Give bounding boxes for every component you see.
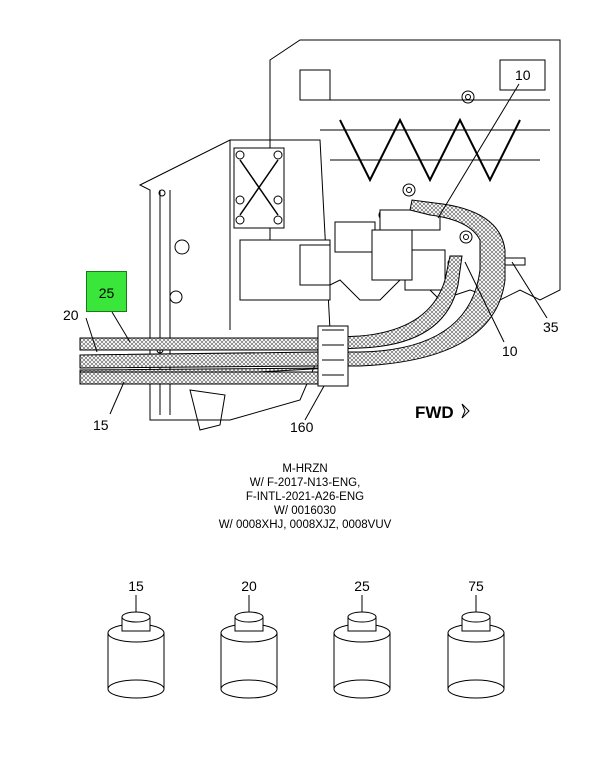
hose-bundle: [79, 199, 506, 387]
kit-label-75: 75: [468, 578, 484, 594]
callout-25-highlight[interactable]: 25: [86, 271, 127, 312]
leader-lines: [85, 83, 548, 421]
fwd-arrow-icon: [461, 403, 470, 419]
note-line: W/ F-2017-N13-ENG,: [249, 477, 361, 489]
kit-leaders: [135, 595, 477, 612]
note-line: W/ 0008XHJ, 0008XJZ, 0008VUV: [218, 519, 392, 531]
callout-160: 160: [290, 419, 314, 435]
callout-35: 35: [543, 319, 559, 335]
kit-label-25: 25: [354, 578, 370, 594]
applicability-note: M-HRZN W/ F-2017-N13-ENG, F-INTL-2021-A2…: [0, 462, 610, 532]
note-line: F-INTL-2021-A26-ENG: [245, 491, 365, 503]
kit-label-15: 15: [128, 578, 144, 594]
note-line: W/ 0016030: [273, 505, 336, 517]
can-icon: [333, 611, 391, 699]
callout-25: 25: [98, 285, 115, 301]
note-line: M-HRZN: [282, 463, 328, 475]
callout-10-bottom: 10: [502, 343, 518, 359]
callout-10-top: 10: [515, 67, 531, 83]
callout-20: 20: [63, 307, 79, 323]
fwd-label: FWD: [415, 403, 454, 422]
can-icon: [220, 611, 278, 699]
cooler-assembly: [334, 209, 526, 291]
transmission-housing: [138, 139, 331, 431]
callout-15: 15: [93, 417, 109, 433]
can-icon: [447, 611, 505, 699]
kit-label-20: 20: [241, 578, 257, 594]
can-icon: [107, 611, 165, 699]
kit-cans: [107, 611, 505, 699]
